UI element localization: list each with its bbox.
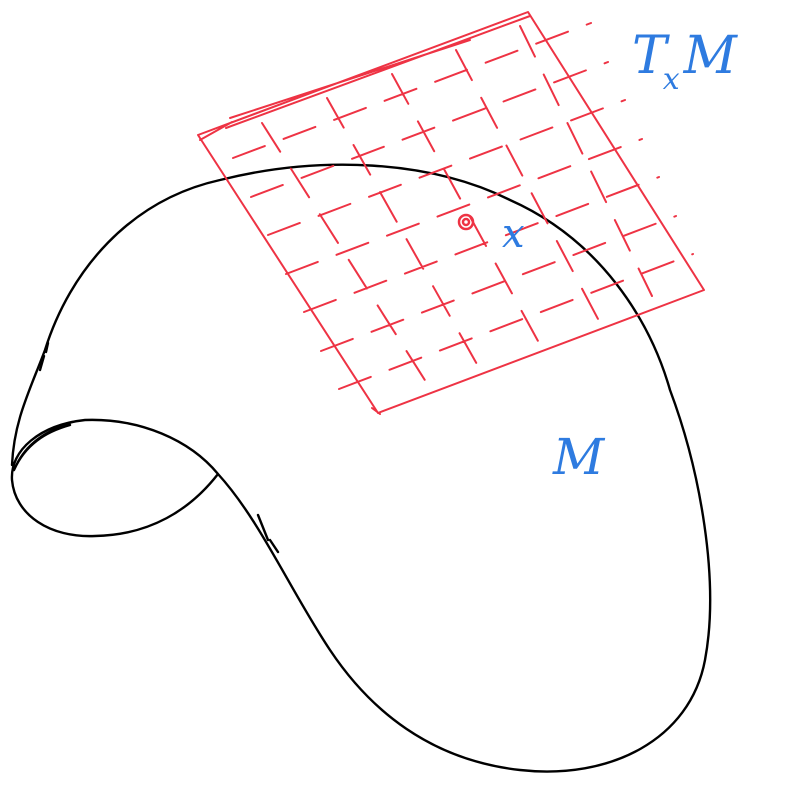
- point-label: x: [502, 211, 525, 257]
- point-x-dot: [457, 213, 475, 231]
- point-marker: [457, 213, 475, 231]
- manifold-label: M: [553, 428, 605, 486]
- manifold-surface: [10, 163, 712, 773]
- tangent-space-label: TxM: [632, 30, 737, 95]
- tangent-plane-border: [197, 11, 705, 415]
- tangent-space-label-subscript: x: [662, 62, 680, 97]
- tangent-plane-grid: [232, 22, 694, 390]
- manifold-outline: [10, 163, 712, 773]
- tangent-space-label-main: T: [632, 26, 667, 86]
- tangent-space-label-manifold: M: [683, 26, 737, 86]
- tangent-plane: [197, 11, 705, 415]
- point-x-dot-inner: [461, 217, 471, 227]
- manifold-fold-shading: [12, 341, 280, 554]
